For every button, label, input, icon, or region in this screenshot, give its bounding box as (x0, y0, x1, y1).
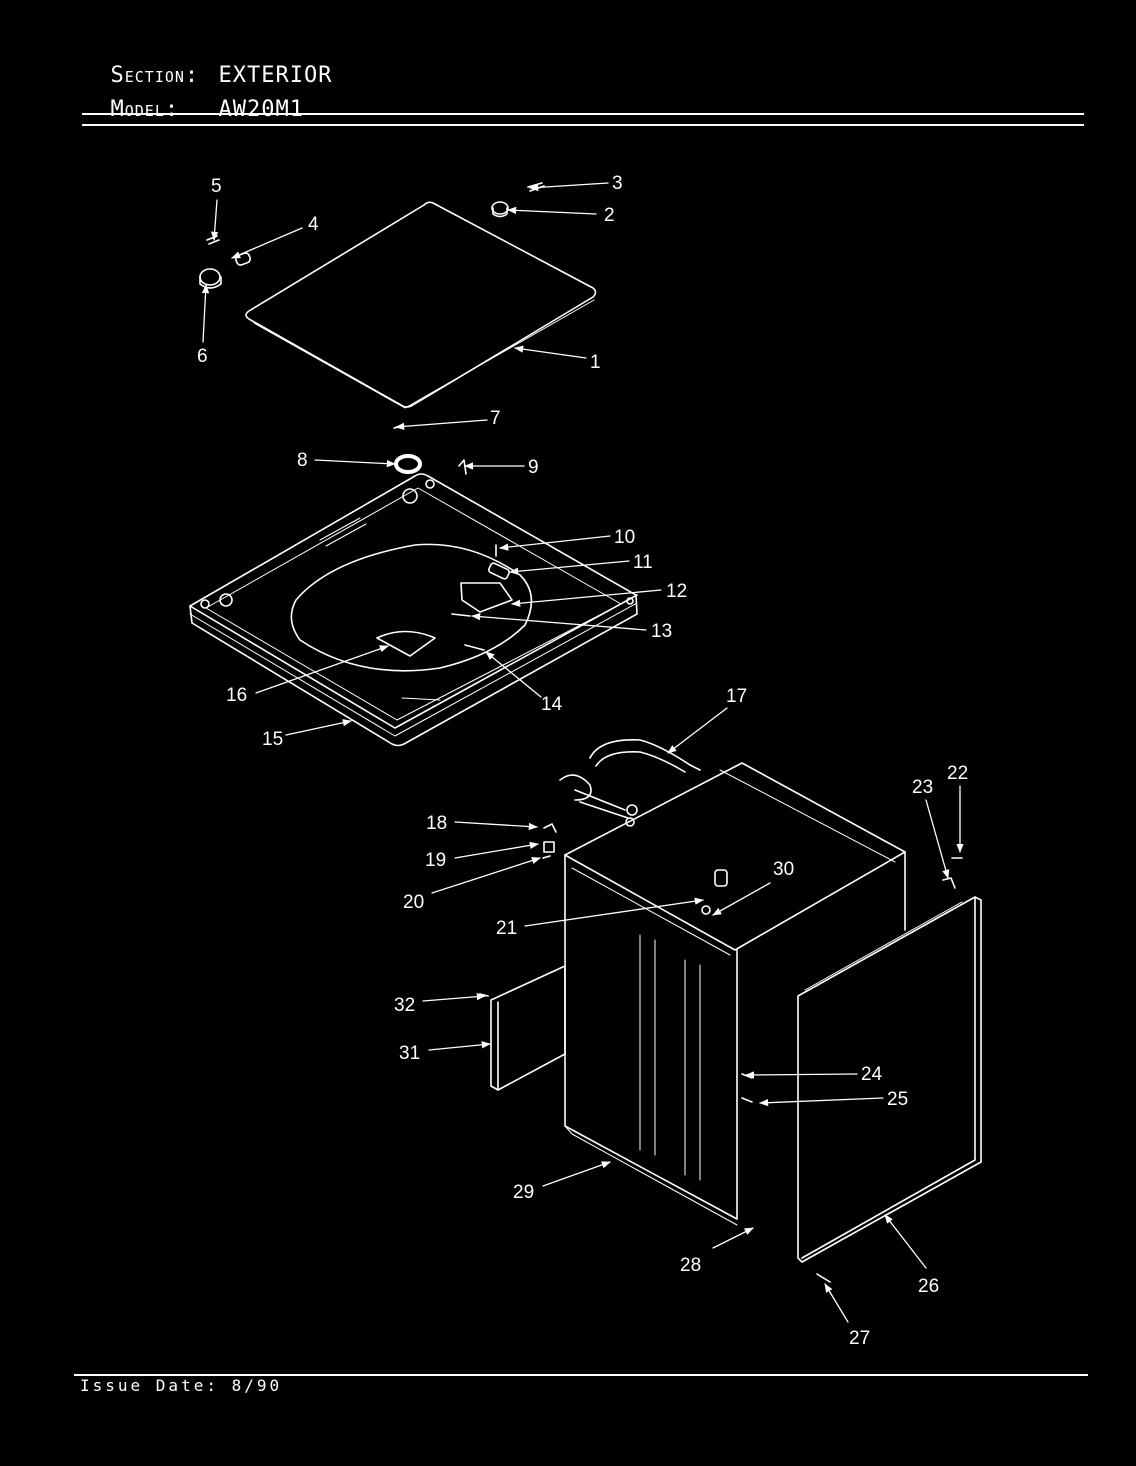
callout-25: 25 (887, 1089, 908, 1110)
callout-8: 8 (297, 450, 308, 471)
lid-hinge-parts (199, 182, 545, 289)
callout-14: 14 (541, 694, 563, 715)
model-label: Model: (110, 97, 180, 122)
callout-26: 26 (918, 1276, 939, 1297)
callout-29: 29 (513, 1182, 534, 1203)
callout-23: 23 (912, 777, 933, 798)
section-line: Section: EXTERIOR (82, 38, 332, 88)
lid-switch-parts (393, 425, 467, 475)
callout-27: 27 (849, 1328, 870, 1349)
callout-7: 7 (490, 408, 501, 429)
section-label: Section: (110, 63, 200, 88)
footer-rule (74, 1374, 1088, 1376)
callout-15: 15 (262, 729, 283, 750)
callout-11: 11 (633, 552, 653, 573)
callout-21: 21 (496, 918, 517, 939)
callout-3: 3 (612, 173, 623, 194)
callout-28: 28 (680, 1255, 701, 1276)
callout-9: 9 (528, 457, 539, 478)
callout-4: 4 (308, 214, 319, 235)
callout-2: 2 (604, 205, 615, 226)
model-line: Model: AW20M1 (82, 72, 304, 122)
hose-washer-parts (542, 823, 557, 859)
callout-16: 16 (226, 685, 247, 706)
callout-10: 10 (614, 527, 635, 548)
issue-date: Issue Date: 8/90 (80, 1376, 283, 1395)
callout-24: 24 (861, 1064, 883, 1085)
water-hoses (559, 739, 701, 827)
callout-5: 5 (211, 176, 222, 197)
callout-6: 6 (197, 346, 208, 367)
toe-panel (479, 965, 566, 1091)
callout-18: 18 (426, 813, 447, 834)
callout-12: 12 (666, 581, 687, 602)
callout-20: 20 (403, 892, 424, 913)
callout-30: 30 (773, 859, 794, 880)
callout-1: 1 (590, 352, 601, 373)
callout-19: 19 (425, 850, 446, 871)
back-panel (797, 857, 982, 1283)
header-rule-top (82, 113, 1084, 115)
top-cover (189, 473, 638, 747)
callout-31: 31 (399, 1043, 420, 1064)
section-value: EXTERIOR (218, 63, 333, 88)
callout-22: 22 (947, 763, 968, 784)
callout-32: 32 (394, 995, 415, 1016)
header-rule-bottom (82, 124, 1084, 126)
lid-panel (245, 201, 597, 409)
leader-lines (201, 182, 964, 1323)
callout-labels: 1 2 3 4 5 6 7 8 9 10 11 12 13 14 15 16 1… (197, 173, 968, 1349)
callout-13: 13 (651, 621, 672, 642)
cabinet (564, 762, 906, 1226)
callout-17: 17 (726, 686, 747, 707)
model-value: AW20M1 (218, 97, 304, 122)
